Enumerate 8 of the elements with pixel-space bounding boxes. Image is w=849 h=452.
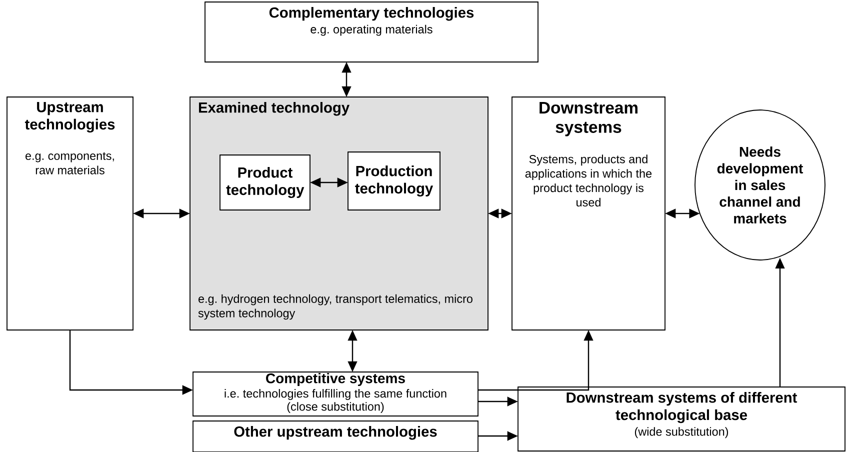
technology-box: Other upstream technologies (192, 420, 478, 452)
systems-box: Competitive systems i.e. technologies fulfilling the same function (close substitution) (192, 372, 478, 416)
technology-box: Complementary technologies e.g. operating materials (204, 2, 538, 62)
systems-box: Downstream systems of different technological base (wide substitution) (518, 386, 846, 452)
technology-box: Product technology (220, 154, 310, 210)
technology-box: Production technology (348, 152, 440, 210)
technology-box: Upstream technologies e.g. components, raw materials (6, 96, 134, 330)
systems-box: Downstream systems Systems, products and applications in which the product technology is used (512, 96, 666, 330)
